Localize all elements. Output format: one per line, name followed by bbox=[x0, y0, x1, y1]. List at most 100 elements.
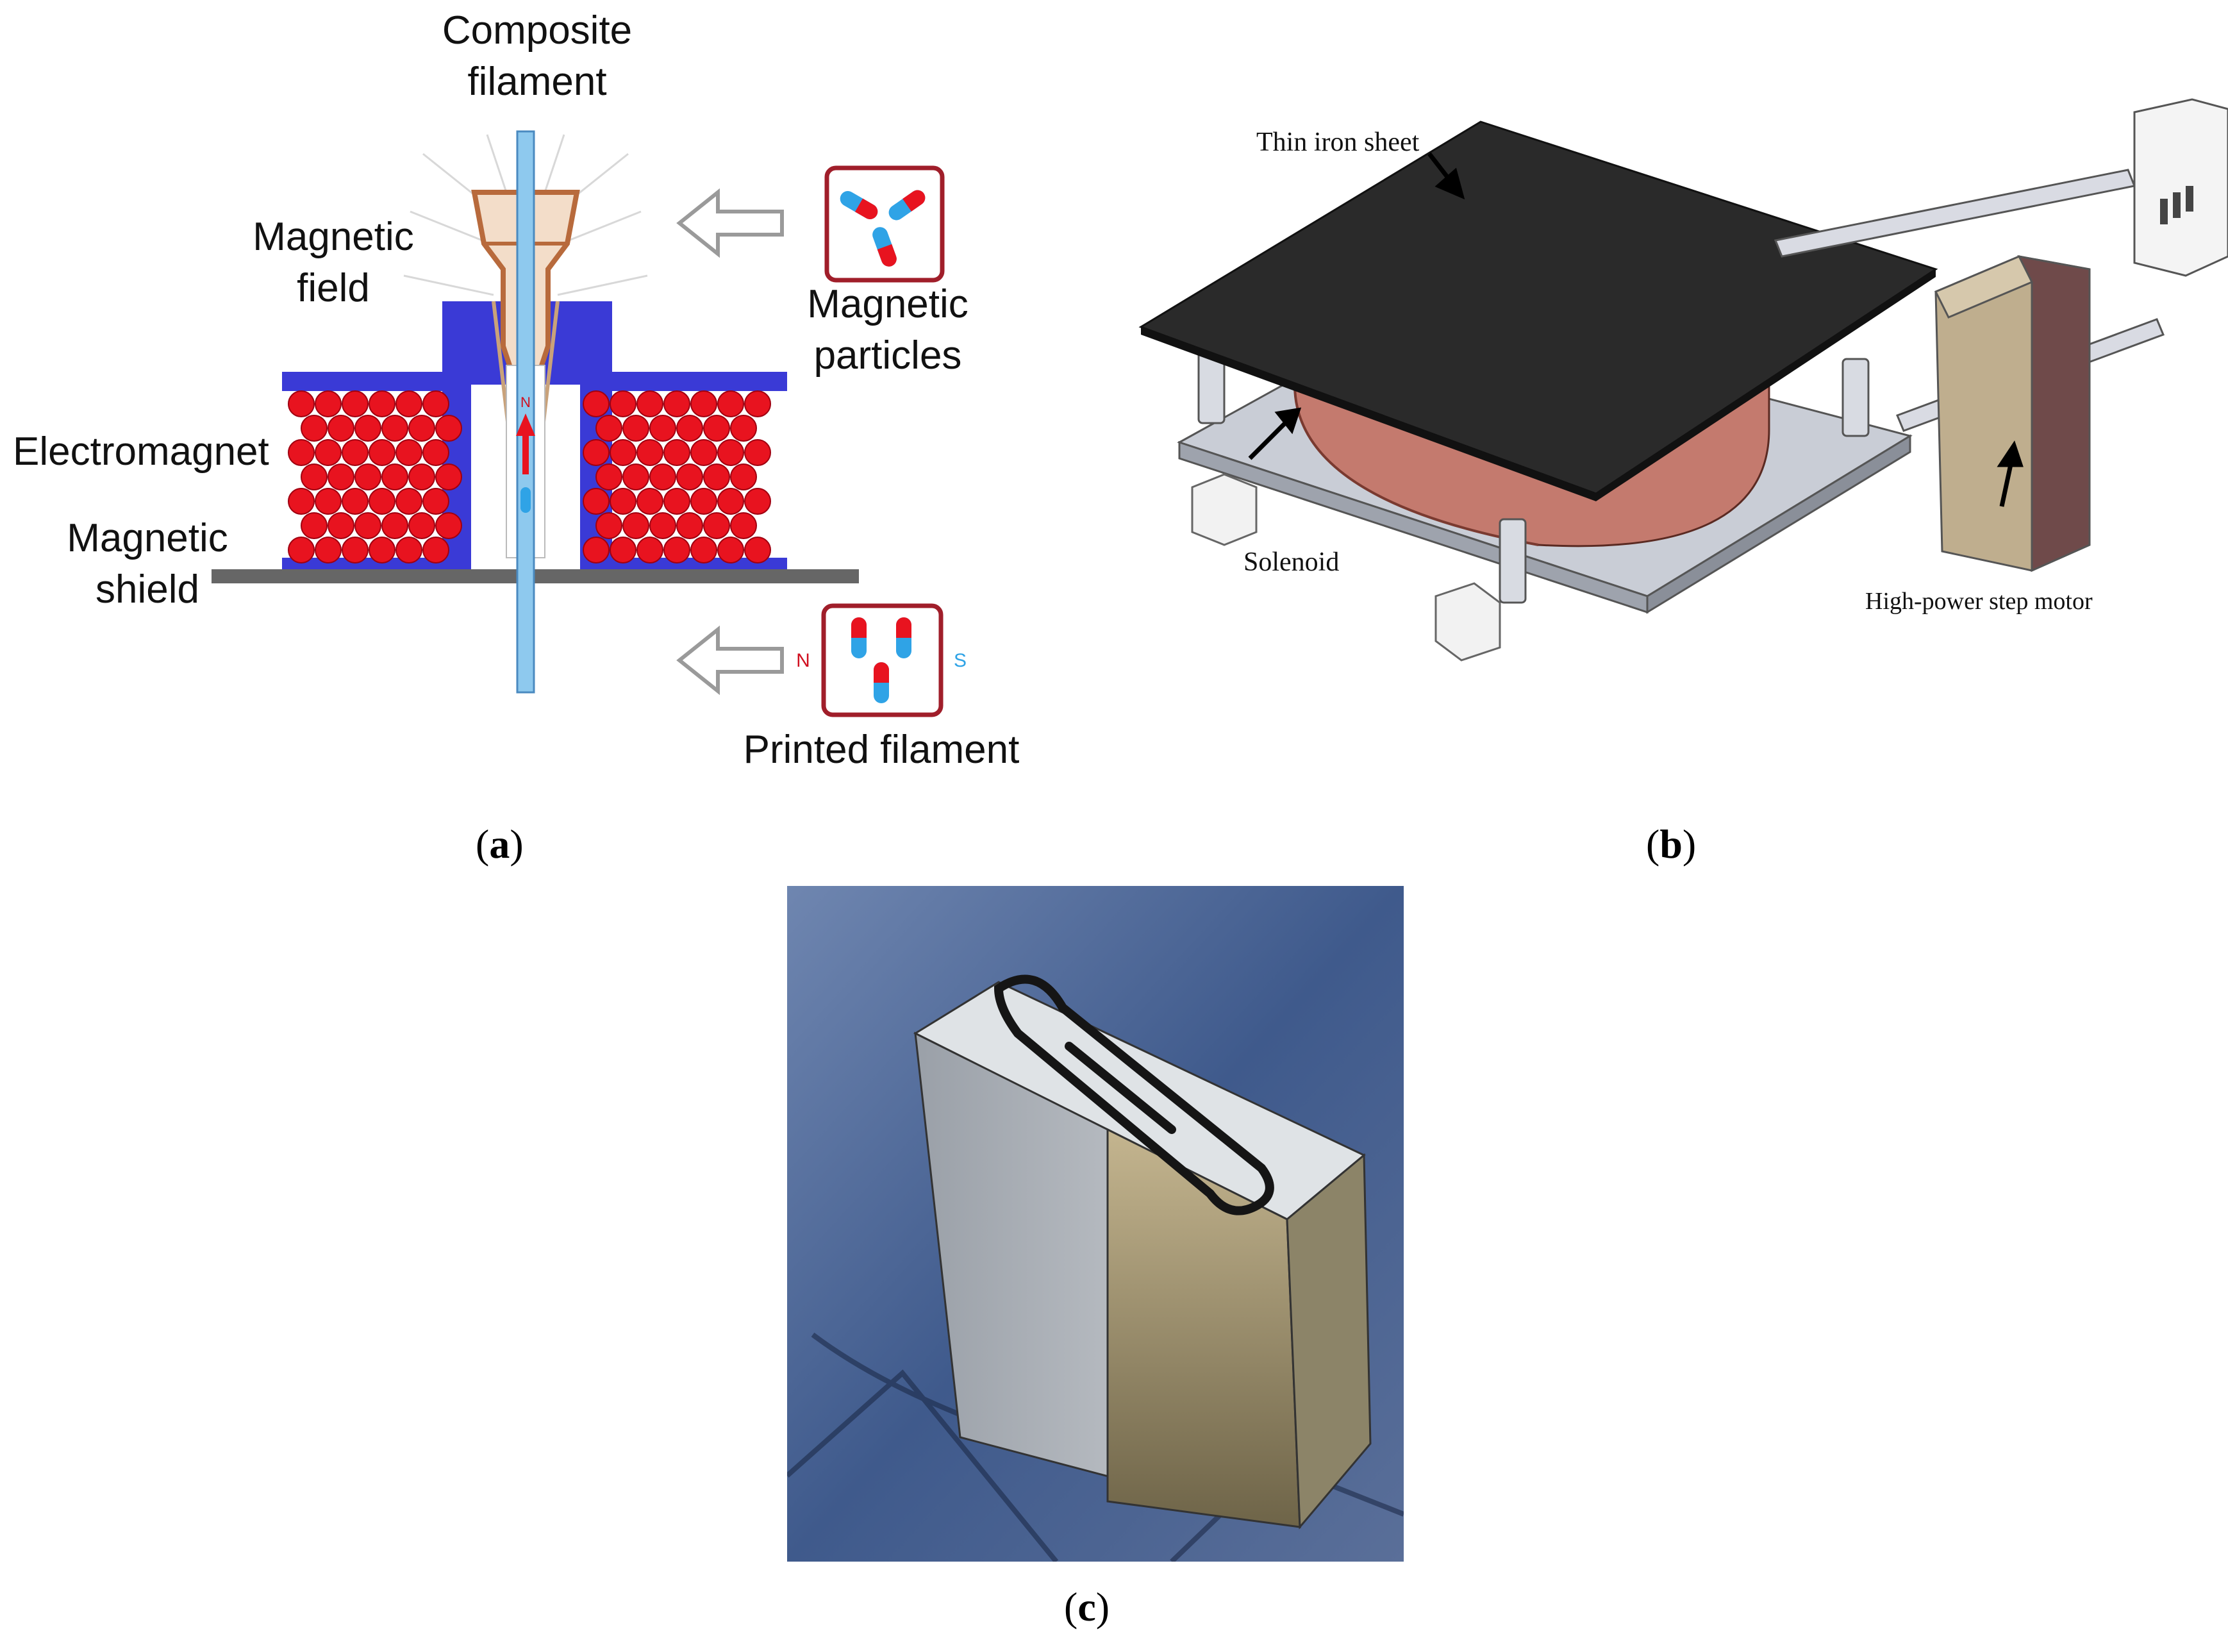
coil-wire bbox=[408, 463, 435, 490]
coil-wire bbox=[703, 512, 730, 539]
coil-wire bbox=[395, 439, 422, 466]
coil-wire bbox=[301, 463, 328, 490]
coil-wire bbox=[342, 537, 369, 563]
coil-wire bbox=[717, 390, 744, 417]
coil-wire bbox=[395, 390, 422, 417]
coil-wire bbox=[636, 488, 663, 515]
arrow-top-icon bbox=[676, 188, 784, 258]
coil-wire bbox=[717, 439, 744, 466]
coil-wire bbox=[354, 512, 381, 539]
panel-b-diagram: Thin iron sheet Solenoid High-power step… bbox=[1138, 98, 2228, 662]
label-solenoid: Solenoid bbox=[1243, 547, 1339, 577]
coil-wire bbox=[622, 512, 649, 539]
coil-wire bbox=[354, 463, 381, 490]
coil-wire bbox=[649, 512, 676, 539]
caption-a-letter: a bbox=[489, 821, 510, 867]
coil-wire bbox=[435, 512, 462, 539]
coil-wire bbox=[342, 390, 369, 417]
pillars bbox=[1197, 345, 1870, 604]
coil-wire bbox=[342, 439, 369, 466]
coil-wire bbox=[395, 537, 422, 563]
caption-c-letter: c bbox=[1077, 1584, 1096, 1630]
caption-a: (a) bbox=[476, 821, 524, 867]
coil-wire bbox=[690, 488, 717, 515]
coil-wire bbox=[369, 488, 395, 515]
coil-wire bbox=[395, 488, 422, 515]
coil-wire bbox=[744, 439, 771, 466]
caption-c: (c) bbox=[1064, 1584, 1110, 1630]
caption-b-letter: b bbox=[1659, 821, 1683, 867]
caption-b: (b) bbox=[1646, 821, 1697, 867]
motor-frame bbox=[2133, 98, 2228, 277]
coil-wire bbox=[744, 537, 771, 563]
coil-wire bbox=[381, 463, 408, 490]
coil-wire bbox=[369, 439, 395, 466]
coil-wire bbox=[636, 390, 663, 417]
coil-wire bbox=[328, 512, 354, 539]
south-label: S bbox=[954, 650, 967, 671]
coil-wire bbox=[369, 390, 395, 417]
coil-right bbox=[583, 390, 771, 563]
coil-wire bbox=[408, 512, 435, 539]
coil-wire bbox=[595, 463, 622, 490]
coil-wire bbox=[690, 439, 717, 466]
coil-wire bbox=[717, 537, 744, 563]
coil-wire bbox=[730, 415, 757, 442]
coil-wire bbox=[435, 415, 462, 442]
coil-wire bbox=[690, 390, 717, 417]
label-composite-line1: Composite bbox=[442, 8, 632, 53]
magnetic-particles-box bbox=[824, 165, 945, 283]
coil-wire bbox=[408, 415, 435, 442]
label-iron-sheet: Thin iron sheet bbox=[1256, 128, 1420, 157]
coil-wire bbox=[301, 512, 328, 539]
coil-wire bbox=[422, 488, 449, 515]
coil-wire bbox=[610, 439, 636, 466]
printed-paperclip bbox=[993, 974, 1274, 1215]
coil-wire bbox=[422, 439, 449, 466]
label-particles-line1: Magnetic bbox=[807, 282, 969, 326]
coil-wire bbox=[690, 537, 717, 563]
coil-wire bbox=[622, 463, 649, 490]
magnetic-shield-plate bbox=[212, 569, 859, 583]
coil-wire bbox=[288, 390, 315, 417]
coil-wire bbox=[315, 439, 342, 466]
coil-wire bbox=[610, 488, 636, 515]
coil-wire bbox=[717, 488, 744, 515]
coil-wire bbox=[676, 512, 703, 539]
label-shield-line1: Magnetic bbox=[67, 516, 228, 560]
support-feet bbox=[1191, 473, 1501, 662]
coil-wire bbox=[583, 537, 610, 563]
coil-wire bbox=[663, 439, 690, 466]
coil-wire bbox=[703, 415, 730, 442]
label-particles-line2: particles bbox=[814, 333, 962, 378]
coil-wire bbox=[301, 415, 328, 442]
label-field-line1: Magnetic bbox=[253, 215, 414, 259]
coil-wire bbox=[744, 488, 771, 515]
coil-wire bbox=[342, 488, 369, 515]
label-composite-line2: filament bbox=[467, 60, 606, 104]
label-step-motor: High-power step motor bbox=[1865, 588, 2093, 615]
printed-filament-box bbox=[821, 603, 944, 717]
nozzle-n-label: N bbox=[520, 394, 531, 410]
panel-a-diagram: N Composite filament Magnetic field Elec… bbox=[13, 8, 1019, 772]
label-electromagnet: Electromagnet bbox=[13, 430, 269, 474]
coil-wire bbox=[676, 463, 703, 490]
iron-sheet bbox=[1138, 121, 1938, 501]
coil-wire bbox=[381, 512, 408, 539]
coil-wire bbox=[636, 537, 663, 563]
coil-wire bbox=[610, 537, 636, 563]
coil-wire bbox=[730, 463, 757, 490]
coil-wire bbox=[730, 512, 757, 539]
composite-filament bbox=[516, 130, 535, 694]
coil-wire bbox=[610, 390, 636, 417]
pointer-arrows bbox=[1248, 152, 2024, 507]
north-label: N bbox=[796, 650, 810, 671]
coil-wire bbox=[583, 488, 610, 515]
coil-wire bbox=[435, 463, 462, 490]
coil-wire bbox=[622, 415, 649, 442]
coil-wire bbox=[288, 439, 315, 466]
coil-wire bbox=[636, 439, 663, 466]
coil-wire bbox=[595, 512, 622, 539]
coil-wire bbox=[315, 537, 342, 563]
coil-wire bbox=[354, 415, 381, 442]
